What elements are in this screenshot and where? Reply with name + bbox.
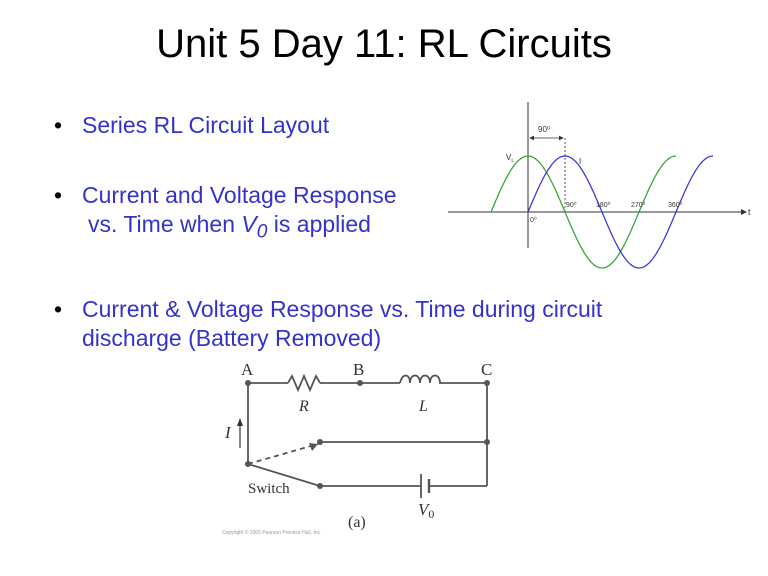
- rl-circuit-diagram: A B C R L I Switch V0 (a): [224, 360, 492, 531]
- node-b-label: B: [353, 360, 364, 379]
- v0-variable: V: [241, 211, 257, 237]
- node-a-dot: [245, 380, 251, 386]
- tick-label-90: 90⁰: [566, 201, 577, 209]
- source-voltage-label: V0: [418, 500, 434, 521]
- inductor-symbol: [399, 374, 446, 384]
- tick-label-270: 270⁰: [631, 201, 646, 209]
- phase-waveform-diagram: 90⁰ VL I 0⁰ 90⁰ 180⁰ 270⁰ 360⁰ t: [448, 102, 751, 269]
- bullet-current-voltage-response: • Current and Voltage Response vs. Time …: [54, 181, 397, 247]
- bullet-dot: •: [54, 112, 63, 138]
- voltage-curve: [490, 155, 677, 269]
- origin-label: 0⁰: [530, 216, 537, 224]
- current-label: I: [224, 423, 232, 442]
- time-axis-label: t: [748, 207, 751, 217]
- bullet-dot: •: [54, 296, 63, 322]
- resistor-label: R: [298, 398, 309, 415]
- tick-label-360: 360⁰: [668, 201, 683, 209]
- node-b-dot: [357, 380, 363, 386]
- voltage-curve-label: VL: [506, 153, 514, 164]
- node-c-label: C: [481, 360, 492, 379]
- slide-title: Unit 5 Day 11: RL Circuits: [156, 22, 612, 66]
- figure-caption: (a): [348, 514, 366, 531]
- tick-label-180: 180⁰: [596, 201, 611, 209]
- current-arrowhead: [237, 418, 243, 426]
- bullet-text-line1: Current & Voltage Response vs. Time duri…: [82, 296, 603, 322]
- switch-dashed-arm: [247, 443, 319, 465]
- bullet-text-line2: discharge (Battery Removed): [82, 325, 382, 351]
- wire-switch-to-battery: [247, 463, 321, 487]
- switch-pivot-dot: [245, 461, 251, 467]
- bullet-text: Series RL Circuit Layout: [82, 112, 330, 138]
- node-c-dot: [484, 380, 490, 386]
- phase-label: 90⁰: [538, 125, 550, 134]
- switch-contact-dot: [317, 483, 323, 489]
- bullet-series-rl-layout: • Series RL Circuit Layout: [54, 111, 330, 140]
- bullet-text-line2: vs. Time when V0 is applied: [88, 211, 371, 243]
- current-curve-label: I: [579, 157, 581, 166]
- bullet-text-line1: Current and Voltage Response: [82, 182, 397, 208]
- resistor-symbol: [287, 373, 321, 393]
- copyright-notice: Copyright © 2005 Pearson Prentice Hall, …: [222, 530, 322, 536]
- node-a-label: A: [241, 360, 254, 379]
- middle-rail-left-dot: [317, 439, 323, 445]
- middle-rail-right-dot: [484, 439, 490, 445]
- bullet-discharge-response: • Current & Voltage Response vs. Time du…: [54, 295, 603, 353]
- inductor-label: L: [418, 398, 428, 415]
- bullet-dot: •: [54, 182, 63, 208]
- switch-arrowhead: [309, 443, 318, 451]
- current-curve: [527, 155, 714, 269]
- switch-label: Switch: [248, 481, 290, 497]
